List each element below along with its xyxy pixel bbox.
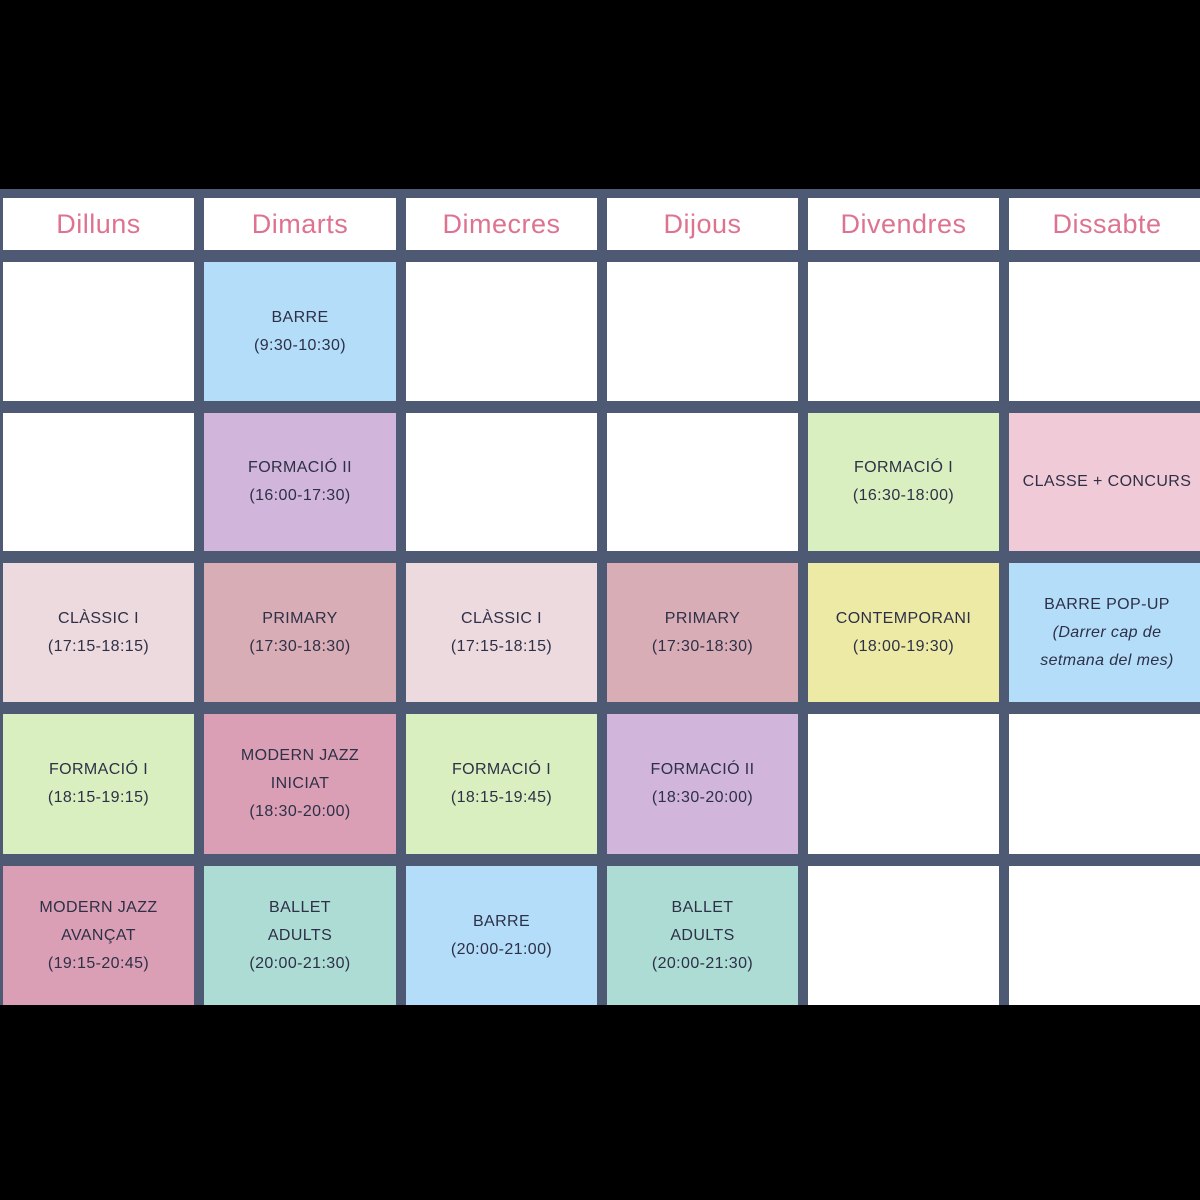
cell-dimecres-classic-i: CLÀSSIC I (17:15-18:15) bbox=[406, 563, 597, 702]
cell-line: (20:00-21:00) bbox=[450, 940, 553, 958]
cell-line: BARRE POP-UP bbox=[1044, 595, 1170, 613]
cell-dijous-empty-r1 bbox=[607, 262, 798, 401]
cell-line: (9:30-10:30) bbox=[254, 336, 346, 354]
cell-line: (18:15-19:45) bbox=[450, 789, 553, 806]
cell-line: FORMACIÓ II bbox=[248, 459, 352, 476]
cell-line: (17:30-18:30) bbox=[651, 637, 754, 655]
cell-line: PRIMARY bbox=[664, 609, 741, 627]
cell-line: AVANÇAT bbox=[61, 926, 136, 944]
cell-dimarts-formacio-ii: FORMACIÓ II (16:00-17:30) bbox=[204, 413, 396, 551]
cell-divendres-empty-r4 bbox=[808, 714, 999, 854]
cell-line: BARRE bbox=[271, 308, 329, 326]
cell-dijous-ballet: BALLET ADULTS (20:00-21:30) bbox=[607, 866, 798, 1005]
cell-line: (16:30-18:00) bbox=[852, 487, 955, 504]
cell-dimecres-barre: BARRE (20:00-21:00) bbox=[406, 866, 597, 1005]
cell-line: CLASSE + CONCURS bbox=[1022, 473, 1192, 490]
cell-line: CLÀSSIC I bbox=[461, 609, 542, 627]
cell-line: (17:15-18:15) bbox=[450, 637, 553, 655]
cell-line: (18:30-20:00) bbox=[249, 803, 351, 820]
cell-dilluns-classic-i: CLÀSSIC I (17:15-18:15) bbox=[3, 563, 194, 702]
cell-dissabte-empty-r1 bbox=[1009, 262, 1200, 401]
cell-line: (16:00-17:30) bbox=[249, 487, 351, 504]
cell-line: CLÀSSIC I bbox=[58, 609, 139, 627]
cell-dilluns-empty-r1 bbox=[3, 262, 194, 401]
cell-dijous-empty-r2 bbox=[607, 413, 798, 551]
cell-line: MODERN JAZZ bbox=[240, 747, 360, 764]
cell-dimecres-formacio-i: FORMACIÓ I (18:15-19:45) bbox=[406, 714, 597, 854]
cell-line: INICIAT bbox=[270, 775, 330, 792]
cell-divendres-formacio-i: FORMACIÓ I (16:30-18:00) bbox=[808, 413, 999, 551]
cell-line: (20:00-21:30) bbox=[249, 954, 351, 972]
cell-line: BARRE bbox=[472, 912, 531, 930]
cell-line: (19:15-20:45) bbox=[47, 954, 150, 972]
cell-dimecres-empty-r2 bbox=[406, 413, 597, 551]
cell-dijous-primary: PRIMARY (17:30-18:30) bbox=[607, 563, 798, 702]
cell-line: FORMACIÓ I bbox=[853, 459, 954, 476]
cell-dimarts-modern-jazz: MODERN JAZZ INICIAT (18:30-20:00) bbox=[204, 714, 396, 854]
cell-line: MODERN JAZZ bbox=[39, 898, 158, 916]
cell-line: FORMACIÓ I bbox=[48, 761, 149, 778]
cell-dissabte-classe-concurs: CLASSE + CONCURS bbox=[1009, 413, 1200, 551]
day-header-divendres: Divendres bbox=[808, 198, 999, 250]
cell-line: PRIMARY bbox=[262, 609, 338, 627]
cell-dilluns-modern-jazz: MODERN JAZZ AVANÇAT (19:15-20:45) bbox=[3, 866, 194, 1005]
cell-divendres-contemporani: CONTEMPORANI (18:00-19:30) bbox=[808, 563, 999, 702]
cell-dijous-formacio-ii: FORMACIÓ II (18:30-20:00) bbox=[607, 714, 798, 854]
cell-dilluns-empty-r2 bbox=[3, 413, 194, 551]
day-header-dimarts: Dimarts bbox=[204, 198, 396, 250]
cell-line: (18:15-19:15) bbox=[47, 789, 150, 806]
cell-line: ADULTS bbox=[267, 926, 333, 944]
cell-line: BALLET bbox=[671, 898, 734, 916]
day-header-dissabte: Dissabte bbox=[1009, 198, 1200, 250]
cell-line: setmana del mes) bbox=[1040, 651, 1174, 669]
cell-dimarts-ballet: BALLET ADULTS (20:00-21:30) bbox=[204, 866, 396, 1005]
cell-dimecres-empty-r1 bbox=[406, 262, 597, 401]
day-header-dijous: Dijous bbox=[607, 198, 798, 250]
cell-dimarts-primary: PRIMARY (17:30-18:30) bbox=[204, 563, 396, 702]
cell-line: BALLET bbox=[269, 898, 331, 916]
cell-line: CONTEMPORANI bbox=[835, 609, 972, 627]
cell-dissabte-empty-r4 bbox=[1009, 714, 1200, 854]
cell-line: (17:30-18:30) bbox=[249, 637, 351, 655]
cell-line: FORMACIÓ I bbox=[451, 761, 552, 778]
schedule-table: Dilluns Dimarts Dimecres Dijous Divendre… bbox=[0, 189, 1200, 1005]
cell-line: ADULTS bbox=[670, 926, 735, 944]
cell-dissabte-empty-r5 bbox=[1009, 866, 1200, 1005]
cell-line: (18:00-19:30) bbox=[852, 637, 955, 655]
cell-line: (17:15-18:15) bbox=[47, 637, 150, 655]
day-header-dilluns: Dilluns bbox=[3, 198, 194, 250]
cell-line: FORMACIÓ II bbox=[650, 761, 755, 778]
day-header-dimecres: Dimecres bbox=[406, 198, 597, 250]
cell-divendres-empty-r1 bbox=[808, 262, 999, 401]
cell-divendres-empty-r5 bbox=[808, 866, 999, 1005]
cell-line: (Darrer cap de bbox=[1052, 623, 1162, 641]
cell-line: (18:30-20:00) bbox=[651, 789, 754, 806]
cell-dilluns-formacio-i: FORMACIÓ I (18:15-19:15) bbox=[3, 714, 194, 854]
schedule-grid: Dilluns Dimarts Dimecres Dijous Divendre… bbox=[0, 189, 1200, 1005]
cell-line: (20:00-21:30) bbox=[651, 954, 754, 972]
cell-dimarts-barre: BARRE (9:30-10:30) bbox=[204, 262, 396, 401]
cell-dissabte-barre-pop-up: BARRE POP-UP (Darrer cap de setmana del me… bbox=[1009, 563, 1200, 702]
